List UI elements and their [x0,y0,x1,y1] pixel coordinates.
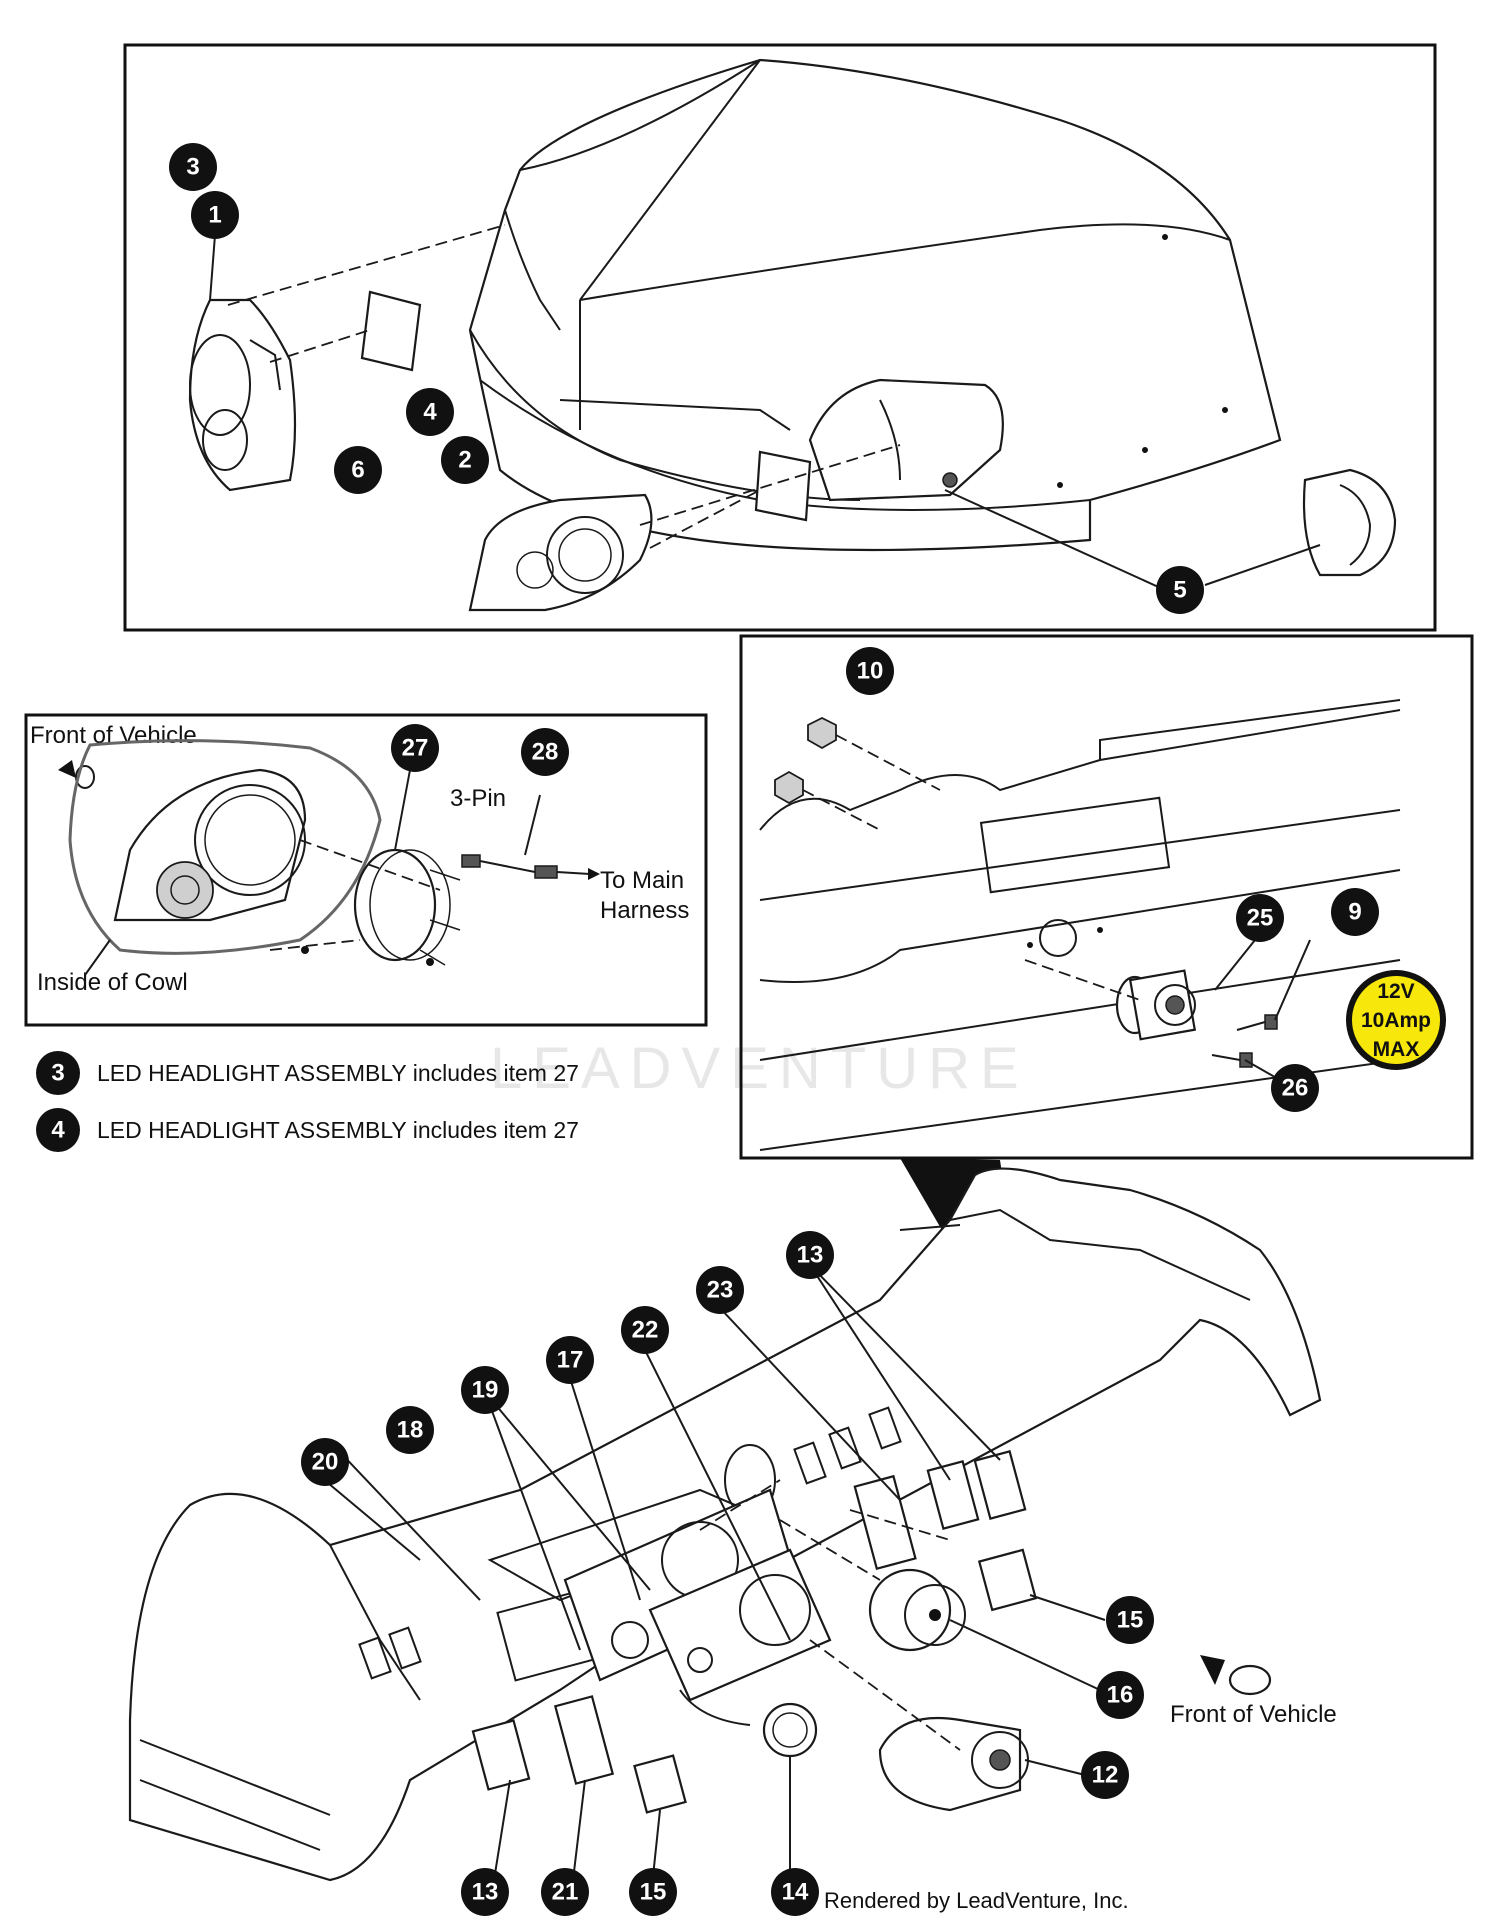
dash-assembly: Front of Vehicle 13 23 22 17 19 18 20 15… [128,1158,1337,1916]
three-pin-label: 3-Pin [450,785,506,812]
footer-credit: Rendered by LeadVenture, Inc. [824,1888,1129,1913]
callout-10: 10 [846,647,894,695]
svg-text:16: 16 [1107,1682,1134,1709]
svg-text:20: 20 [312,1449,339,1476]
svg-text:LED HEADLIGHT ASSEMBLY include: LED HEADLIGHT ASSEMBLY includes item 27 [97,1060,579,1086]
svg-text:LED HEADLIGHT ASSEMBLY include: LED HEADLIGHT ASSEMBLY includes item 27 [97,1117,579,1143]
svg-text:2: 2 [458,447,471,474]
cowl-panel-frame [123,43,1437,632]
to-main-label: To Main [600,867,684,894]
svg-text:19: 19 [472,1377,499,1404]
callout-15: 15 [629,1868,677,1916]
svg-text:3: 3 [51,1060,64,1087]
svg-text:27: 27 [402,735,429,762]
harness-label: Harness [600,897,689,924]
headlight-bracket [1302,468,1397,577]
svg-text:12: 12 [1092,1762,1119,1789]
legend-item-3: 3 LED HEADLIGHT ASSEMBLY includes item 2… [36,1051,579,1095]
svg-text:9: 9 [1348,899,1361,926]
callout-16: 16 [1096,1671,1144,1719]
callout-9: 9 [1331,888,1379,936]
svg-text:13: 13 [797,1242,824,1269]
callout-14: 14 [771,1868,819,1916]
svg-text:10Amp: 10Amp [1361,1009,1431,1032]
front-arrow-icon [58,760,95,789]
callout-3: 3 [169,143,217,191]
watermark: LEADVENTURE [490,1036,1029,1101]
svg-text:22: 22 [632,1317,659,1344]
headlight-detail-panel: Front of Vehicle Inside of Cowl 3-Pin To… [24,713,708,1027]
headlight-housing [188,298,297,492]
svg-text:6: 6 [351,457,364,484]
svg-text:21: 21 [552,1879,579,1906]
callout-26: 26 [1271,1064,1319,1112]
three-pin-connector [461,854,600,880]
callout-18: 18 [386,1406,434,1454]
callout-6: 6 [334,446,382,494]
callout-13: 13 [461,1868,509,1916]
callout-17: 17 [546,1336,594,1384]
front-arrow-icon-bottom [1200,1655,1272,1696]
power-outlet [1115,969,1197,1041]
svg-text:MAX: MAX [1373,1038,1420,1061]
svg-text:13: 13 [472,1879,499,1906]
front-cowl [468,58,1282,552]
cowl-panel: 3 1 6 4 2 5 [123,43,1437,632]
callout-28: 28 [521,728,569,776]
svg-text:12V: 12V [1377,980,1414,1003]
front-of-vehicle-label-bottom: Front of Vehicle [1170,1701,1337,1728]
callout-25: 25 [1236,894,1284,942]
legend: 3 LED HEADLIGHT ASSEMBLY includes item 2… [36,1051,579,1152]
outlet-detail-panel: 10 25 9 26 12V 10Amp MAX [739,634,1474,1160]
callout-22: 22 [621,1306,669,1354]
amp-warning-fill [1352,976,1440,1064]
callout-12: 12 [1081,1751,1129,1799]
inside-of-cowl-label: Inside of Cowl [37,969,188,996]
led-module [353,848,461,966]
outlet-detail-frame [739,634,1474,1160]
legend-item-4: 4 LED HEADLIGHT ASSEMBLY includes item 2… [36,1108,579,1152]
callout-21: 21 [541,1868,589,1916]
callout-13: 13 [786,1231,834,1279]
svg-text:23: 23 [707,1277,734,1304]
callout-20: 20 [301,1438,349,1486]
callout-1: 1 [191,191,239,239]
svg-text:17: 17 [557,1347,584,1374]
svg-text:15: 15 [1117,1607,1144,1634]
gasket-left [360,290,422,372]
gasket-right [754,450,812,522]
svg-text:15: 15 [640,1879,667,1906]
svg-text:4: 4 [423,399,437,426]
svg-text:1: 1 [208,202,221,229]
svg-text:14: 14 [782,1879,809,1906]
callout-23: 23 [696,1266,744,1314]
callout-15: 15 [1106,1596,1154,1644]
headlight-assembly [468,493,653,612]
headlight-detail-frame [24,713,708,1027]
callout-19: 19 [461,1366,509,1414]
amp-warning-badge: 12V 10Amp MAX [1346,970,1446,1070]
callout-2: 2 [441,436,489,484]
callout-27: 27 [391,724,439,772]
callout-4: 4 [406,388,454,436]
svg-text:25: 25 [1247,905,1274,932]
svg-text:4: 4 [51,1117,65,1144]
svg-text:28: 28 [532,739,559,766]
front-of-vehicle-label: Front of Vehicle [30,722,197,749]
svg-text:18: 18 [397,1417,424,1444]
svg-text:10: 10 [857,658,884,685]
svg-text:5: 5 [1173,577,1186,604]
callout-5: 5 [1156,566,1204,614]
svg-text:26: 26 [1282,1075,1309,1102]
svg-text:3: 3 [186,154,199,181]
